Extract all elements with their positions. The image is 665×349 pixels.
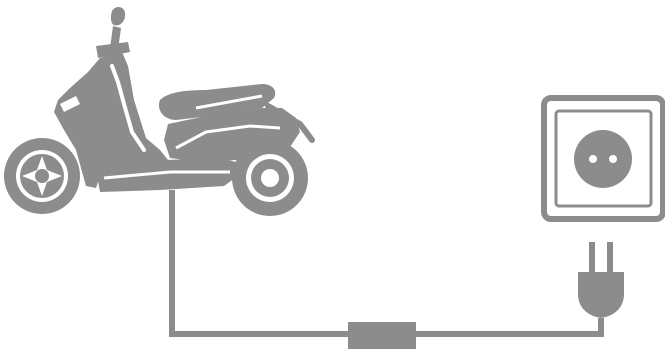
power-adapter-icon [348, 322, 416, 349]
charging-cable-icon [172, 190, 601, 349]
scooter-rear-wheel [232, 140, 308, 216]
plug-prong-left [589, 242, 595, 274]
cable-line-right [414, 318, 601, 334]
plug-body [578, 272, 624, 318]
socket-hole-right [609, 155, 617, 163]
socket-face [574, 130, 632, 188]
socket-hole-left [589, 155, 597, 163]
scooter-icon [4, 7, 312, 216]
wall-socket-icon [544, 98, 663, 219]
scooter-front-wheel [4, 138, 80, 214]
scooter-mirror [111, 7, 125, 25]
plug-icon [578, 242, 624, 318]
plug-prong-right [607, 242, 613, 274]
